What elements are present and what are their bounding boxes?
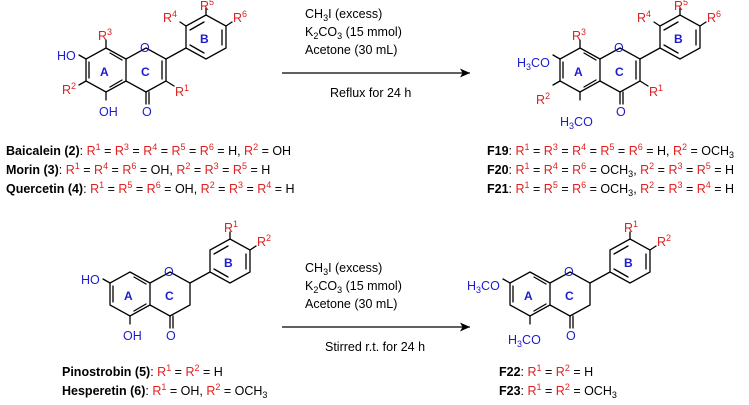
methoxy-7: H3CO — [467, 279, 500, 295]
flavone-structure-product: O O H3CO H3CO A C B R3 R2 R1 R4 R5 R6 — [517, 0, 721, 131]
legend-f21: F21: R1 = R5 = R6 = OCH3, R2 = R3 = R4 =… — [487, 180, 734, 198]
legend-f22: F22: R1 = R2 = H — [499, 363, 593, 379]
methoxy-7: H3CO — [517, 56, 550, 72]
r3-label: R3 — [572, 27, 586, 43]
r1-label: R1 — [224, 219, 238, 235]
flavanone-structure-start: O O HO OH A C B R1 R2 — [81, 219, 271, 343]
ring-label-b: B — [624, 256, 633, 270]
r2-label: R2 — [62, 81, 76, 97]
hydroxy-7: HO — [81, 273, 100, 287]
ring-oxygen: O — [614, 41, 624, 55]
ring-label-a: A — [574, 65, 583, 79]
legend-product-flavones: F19: R1 = R3 = R4 = R5 = R6 = H, R2 = OC… — [487, 142, 734, 198]
ring-label-a: A — [124, 289, 133, 303]
legend-product-flavanones: F22: R1 = R2 = H F23: R1 = R2 = OCH3 — [499, 363, 617, 400]
ring-label-a: A — [524, 289, 533, 303]
ring-label-c: C — [565, 289, 574, 303]
reaction-1-arrowhead — [460, 68, 470, 78]
r3-label: R3 — [98, 27, 112, 43]
carbonyl-oxygen: O — [166, 329, 176, 343]
r1-label: R1 — [175, 83, 189, 99]
carbonyl-oxygen: O — [142, 105, 152, 119]
legend-starting-flavanones: Pinostrobin (5): R1 = R2 = H Hesperetin … — [62, 363, 267, 400]
r1-label: R1 — [649, 83, 663, 99]
flavone-structure-start: O O HO OH A C B R3 R2 R1 R4 R5 R6 — [57, 0, 247, 119]
hydroxy-7: HO — [57, 49, 76, 63]
hydroxy-5: OH — [123, 329, 142, 343]
legend-baicalein: Baicalein (2): R1 = R3 = R4 = R5 = R6 = … — [6, 142, 291, 158]
ring-oxygen: O — [564, 265, 574, 279]
ring-label-b: B — [224, 256, 233, 270]
r2-label: R2 — [536, 91, 550, 107]
legend-f19: F19: R1 = R3 = R4 = R5 = R6 = H, R2 = OC… — [487, 142, 734, 160]
ring-oxygen: O — [164, 265, 174, 279]
legend-pinostrobin: Pinostrobin (5): R1 = R2 = H — [62, 363, 223, 379]
r5-label: R5 — [200, 0, 214, 13]
methoxy-5: H3CO — [560, 115, 593, 131]
carbonyl-oxygen: O — [566, 329, 576, 343]
legend-starting-flavones: Baicalein (2): R1 = R3 = R4 = R5 = R6 = … — [6, 142, 295, 196]
cond1-reagent-1: CH3I (excess) — [305, 7, 382, 23]
ring-label-b: B — [200, 32, 209, 46]
r6-label: R6 — [707, 9, 721, 25]
r4-label: R4 — [637, 9, 651, 25]
methoxy-5: H3CO — [508, 333, 541, 349]
r2-label: R2 — [657, 233, 671, 249]
legend-f20: F20: R1 = R4 = R6 = OCH3, R2 = R3 = R5 =… — [487, 161, 734, 179]
legend-hesperetin: Hesperetin (6): R1 = OH, R2 = OCH3 — [62, 382, 267, 400]
legend-quercetin: Quercetin (4): R1 = R5 = R6 = OH, R2 = R… — [6, 180, 295, 196]
reaction-1-conditions: CH3I (excess) K2CO3 (15 mmol) Acetone (3… — [282, 7, 470, 100]
flavanone-structure-product: O O H3CO H3CO A C B R1 R2 — [467, 219, 671, 349]
hydroxy-5: OH — [99, 105, 118, 119]
cond2-solvent: Acetone (30 mL) — [305, 297, 397, 311]
ring-label-c: C — [141, 65, 150, 79]
cond2-time: Stirred r.t. for 24 h — [325, 340, 425, 354]
reaction-2-arrowhead — [460, 322, 470, 332]
cond1-time: Reflux for 24 h — [330, 86, 411, 100]
ring-label-a: A — [100, 65, 109, 79]
r2-label: R2 — [257, 233, 271, 249]
ring-label-b: B — [674, 32, 683, 46]
legend-morin: Morin (3): R1 = R4 = R6 = OH, R2 = R3 = … — [6, 161, 270, 177]
r5-label: R5 — [674, 0, 688, 13]
ring-oxygen: O — [140, 41, 150, 55]
ring-label-c: C — [615, 65, 624, 79]
legend-f23: F23: R1 = R2 = OCH3 — [499, 382, 617, 400]
r1-label: R1 — [624, 219, 638, 235]
cond1-solvent: Acetone (30 mL) — [305, 43, 397, 57]
r4-label: R4 — [163, 9, 177, 25]
cond1-reagent-2: K2CO3 (15 mmol) — [305, 25, 402, 41]
reaction-2-conditions: CH3I (excess) K2CO3 (15 mmol) Acetone (3… — [282, 261, 470, 354]
ring-label-c: C — [165, 289, 174, 303]
r6-label: R6 — [233, 9, 247, 25]
carbonyl-oxygen: O — [616, 105, 626, 119]
cond2-reagent-1: CH3I (excess) — [305, 261, 382, 277]
cond2-reagent-2: K2CO3 (15 mmol) — [305, 279, 402, 295]
